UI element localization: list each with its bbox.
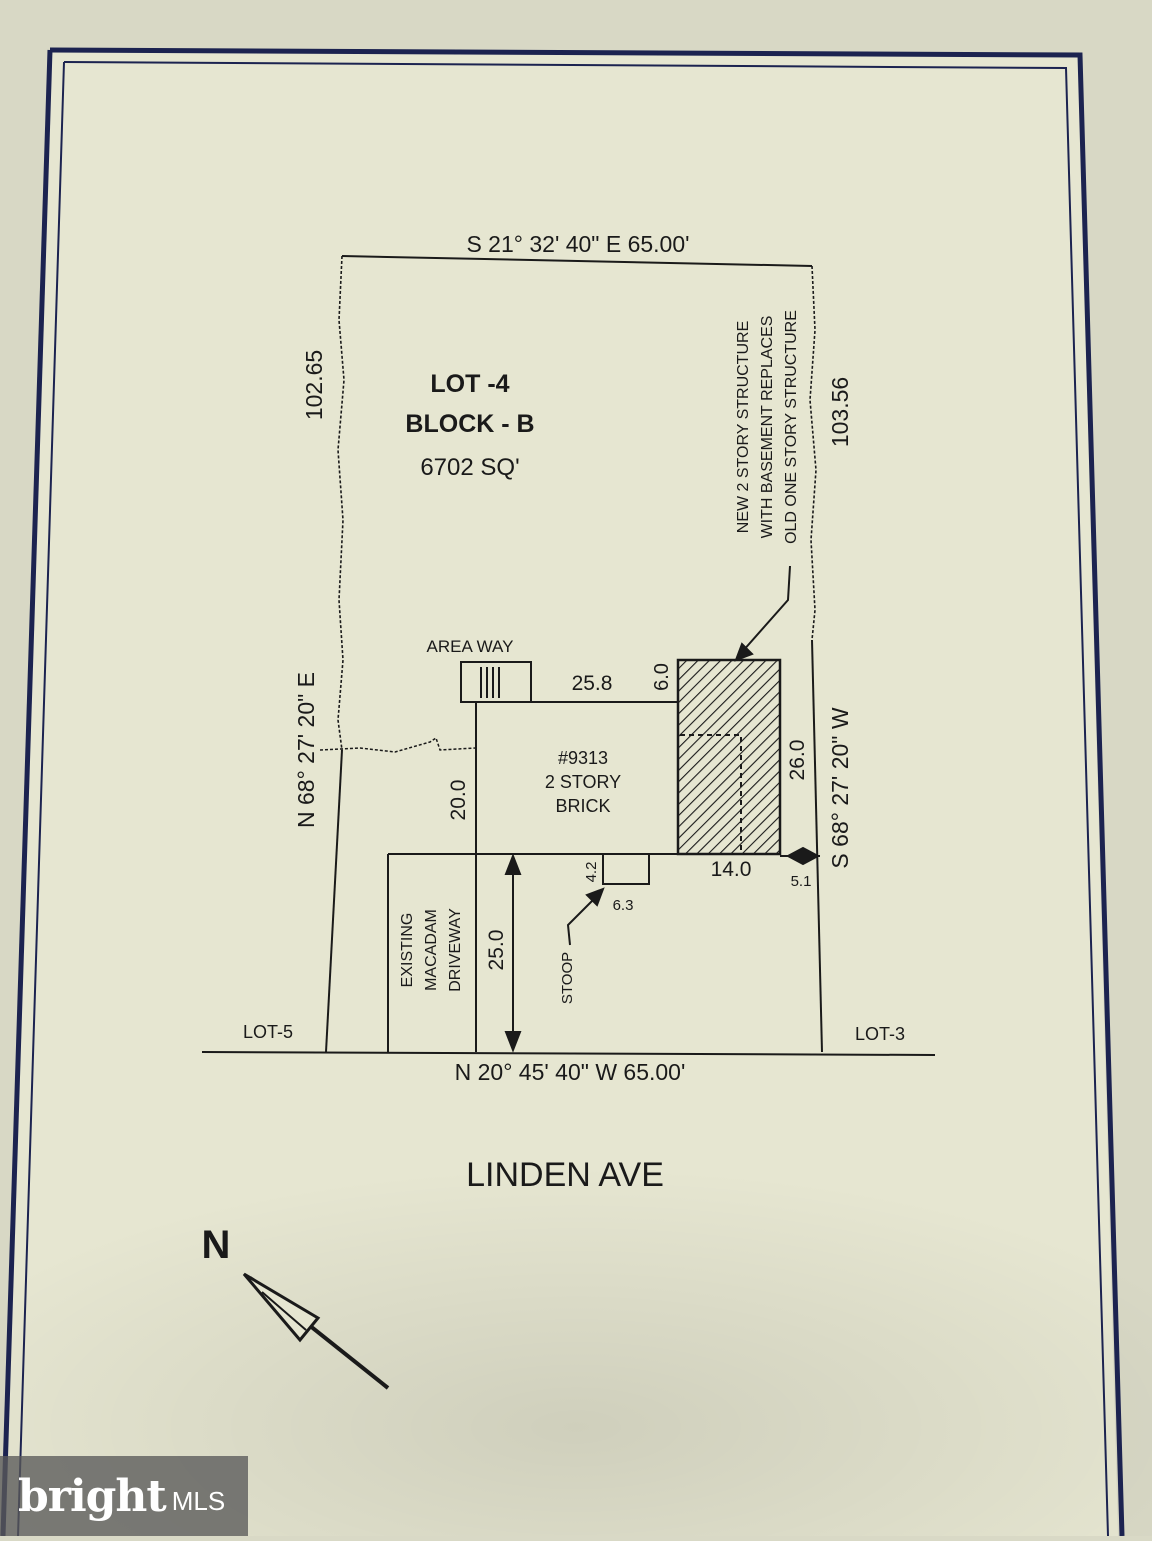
stoop [602, 853, 650, 885]
dim-4-2: 4.2 [583, 862, 600, 883]
lot-boundary [201, 255, 936, 1056]
dim-25-0: 25.0 [485, 930, 508, 971]
dim-25-8: 25.8 [572, 672, 613, 695]
north-arrow-icon [242, 1272, 390, 1390]
bright-mls-watermark: bright MLS [0, 1456, 248, 1536]
adjacent-lot-left: LOT-5 [243, 1022, 293, 1042]
house-material: BRICK [555, 796, 610, 816]
north-label: N [202, 1223, 231, 1267]
right-distance: 103.56 [827, 377, 853, 447]
block-label: BLOCK - B [405, 410, 534, 438]
driveway-label-1: EXISTING [399, 913, 416, 988]
dim-6-0: 6.0 [651, 663, 673, 691]
right-bearing: S 68° 27' 20" W [827, 707, 853, 868]
left-distance: 102.65 [301, 350, 327, 420]
side-setback-marker [780, 846, 821, 866]
structure-note-line-2: WITH BASEMENT REPLACES [759, 316, 776, 539]
dim-20-0: 20.0 [447, 780, 470, 821]
adjacent-lot-right: LOT-3 [855, 1024, 905, 1044]
street-name: LINDEN AVE [466, 1156, 664, 1194]
dim-14-0: 14.0 [711, 858, 752, 881]
areaway [460, 661, 532, 703]
structure-leader [734, 565, 791, 662]
watermark-suffix: MLS [171, 1485, 226, 1516]
house-number: #9313 [558, 748, 608, 768]
stoop-leader [566, 887, 605, 946]
driveway-label-3: DRIVEWAY [447, 908, 464, 992]
driveway [387, 853, 477, 1052]
new-structure-hatched [676, 658, 782, 856]
dim-6-3: 6.3 [613, 897, 634, 914]
structure-note-line-3: OLD ONE STORY STRUCTURE [783, 310, 800, 544]
dim-26-0: 26.0 [786, 740, 809, 781]
dim-5-1: 5.1 [791, 873, 812, 890]
stoop-label: STOOP [559, 952, 576, 1004]
areaway-label: AREA WAY [427, 637, 514, 656]
lot-area: 6702 SQ' [420, 454, 519, 481]
structure-note-line-1: NEW 2 STORY STRUCTURE [735, 321, 752, 533]
house-stories: 2 STORY [545, 772, 621, 792]
lot-number: LOT -4 [430, 370, 509, 398]
page-border [0, 47, 1125, 1537]
setback-arrow [504, 853, 522, 1053]
left-bearing: N 68° 27' 20" E [293, 672, 319, 828]
top-bearing: S 21° 32' 40" E 65.00' [466, 231, 689, 257]
driveway-label-2: MACADAM [423, 909, 440, 991]
bottom-bearing: N 20° 45' 40" W 65.00' [455, 1059, 686, 1085]
watermark-brand: bright [18, 1470, 167, 1522]
